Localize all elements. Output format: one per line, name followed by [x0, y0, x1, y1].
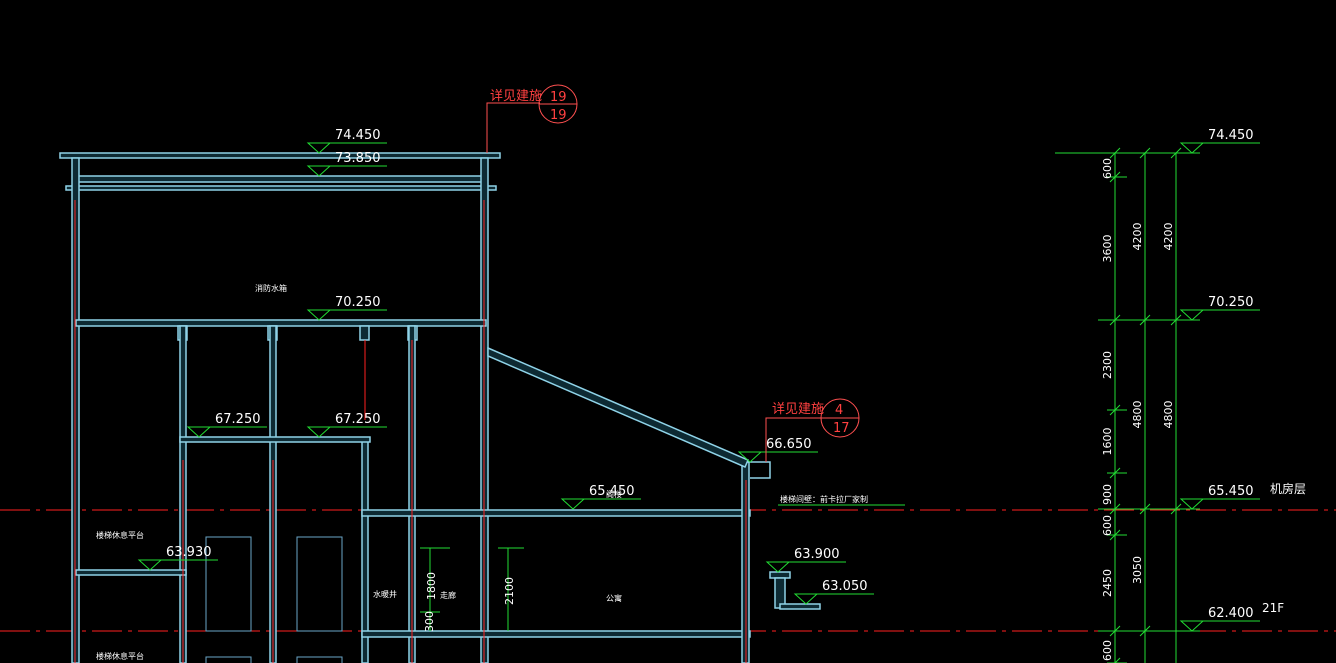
- rlevel-2-text: 70.250: [1208, 295, 1254, 310]
- rlevel-4-text: 62.400: [1208, 606, 1254, 621]
- canopy-top: [769, 571, 791, 579]
- rlevel-1-text: 74.450: [1208, 128, 1254, 143]
- rd-col1-dim-4: 900: [1101, 484, 1114, 505]
- rd-col1-dim-1: 3600: [1101, 235, 1114, 263]
- rlevel-3: 65.450: [1179, 484, 1260, 510]
- machine-floor-slab: [361, 509, 751, 517]
- room-attic: 阁楼: [606, 489, 622, 499]
- stair-platform-slab: [75, 569, 187, 576]
- elev-canopy-top: 63.900: [765, 547, 846, 573]
- rd-col3-dim-0: 4200: [1162, 223, 1175, 251]
- room-fire-tank: 消防水箱: [255, 283, 287, 293]
- mid-slab: [179, 436, 371, 443]
- rd-col2-dim-1: 4800: [1131, 401, 1144, 429]
- right-dimension-lines: [1055, 147, 1200, 663]
- elev-canopy-bottom-text: 63.050: [822, 579, 868, 594]
- rd-col2-dim-2: 3050: [1131, 556, 1144, 584]
- elev-platform-left: 63.930: [137, 545, 218, 571]
- room-stair-platform-2: 楼梯休息平台: [96, 651, 144, 661]
- rd-col1-dim-3: 1600: [1101, 428, 1114, 456]
- elev-roof-top-text: 74.450: [335, 128, 381, 143]
- elev-mid-right-text: 67.250: [335, 412, 381, 427]
- elev-platform-left-text: 63.930: [166, 545, 212, 560]
- elev-roof-top: 74.450: [306, 128, 387, 154]
- rlevel-1: 74.450: [1179, 128, 1260, 154]
- door-2: [296, 536, 343, 632]
- door-1: [205, 536, 252, 632]
- room-stair-platform-1: 楼梯休息平台: [96, 530, 144, 540]
- room-corridor: 走廊: [440, 590, 456, 600]
- stair-note: 楼梯间壁：前卡拉厂家制: [780, 494, 868, 504]
- floor-21f-slab: [361, 630, 751, 638]
- rd-col1-dim-7: 600: [1101, 640, 1114, 661]
- roof-ledge: [65, 185, 497, 191]
- door-4: [296, 656, 343, 663]
- tank-floor-slab: [75, 319, 487, 327]
- callout-2-top: 4: [835, 403, 843, 418]
- callout-1-top: 19: [550, 90, 567, 105]
- rlevel-2: 70.250: [1179, 295, 1260, 321]
- elev-eave: 66.650: [737, 437, 818, 463]
- right-dims-col-1: 600 3600 2300 1600 900 600 2450 600: [1101, 158, 1114, 661]
- elev-tank-floor: 70.250: [306, 295, 387, 321]
- floor-label-21f: 21F: [1262, 601, 1284, 615]
- rd-col1-dim-6: 2450: [1101, 569, 1114, 597]
- elev-eave-text: 66.650: [766, 437, 812, 452]
- elev-mid-right: 67.250: [306, 412, 387, 438]
- right-dims-col-2: 4200 4800 3050: [1131, 223, 1144, 585]
- elev-machine-floor: 65.450: [560, 484, 641, 510]
- roof-parapet: [59, 152, 501, 159]
- rd-col1-dim-2: 2300: [1101, 351, 1114, 379]
- dim-door-2: 2100: [503, 577, 516, 605]
- callout-1-bottom: 19: [550, 108, 567, 123]
- elev-mid-left: 67.250: [186, 412, 267, 438]
- elev-tank-floor-text: 70.250: [335, 295, 381, 310]
- callout-1: 详见建施 19 19: [486, 84, 578, 153]
- elev-canopy-top-text: 63.900: [794, 547, 840, 562]
- callout-1-label: 详见建施: [490, 89, 542, 104]
- dim-door-1: 1800: [425, 572, 438, 600]
- elev-machine-floor-text: 65.450: [589, 484, 635, 499]
- right-level-markers: 74.450 70.250 65.450 62.400: [1179, 128, 1260, 632]
- rlevel-3-text: 65.450: [1208, 484, 1254, 499]
- beam-3: [359, 325, 370, 341]
- rd-col1-dim-0: 600: [1101, 158, 1114, 179]
- elev-mid-left-text: 67.250: [215, 412, 261, 427]
- callout-2-label: 详见建施: [772, 402, 824, 417]
- building-structure: [59, 152, 821, 663]
- room-water-well: 水暖井: [373, 589, 397, 599]
- callout-2-bottom: 17: [833, 421, 850, 436]
- rd-col3-dim-1: 4800: [1162, 401, 1175, 429]
- dim-sill: 300: [423, 611, 436, 632]
- doors: [205, 536, 343, 663]
- roof-slab: [75, 175, 487, 183]
- elev-roof-slab: 73.850: [306, 151, 387, 177]
- rlevel-4: 62.400: [1179, 606, 1260, 632]
- elev-roof-slab-text: 73.850: [335, 151, 381, 166]
- rd-col2-dim-0: 4200: [1131, 223, 1144, 251]
- floor-label-machine-room: 机房层: [1270, 481, 1306, 496]
- column-4: [361, 439, 369, 663]
- gutter: [742, 461, 771, 479]
- room-office: 公寓: [606, 593, 622, 603]
- sloped-roof: [487, 346, 749, 468]
- door-3: [205, 656, 252, 663]
- wall-axis-marks: [74, 200, 747, 663]
- callout-2: 详见建施 4 17: [765, 398, 860, 462]
- canopy-ledge: [779, 603, 821, 610]
- elevation-markers: 74.450 73.850 70.250 67.250 67.250 66.650 65.4…: [137, 128, 874, 605]
- right-dims-col-3: 4200 4800: [1162, 223, 1175, 429]
- elev-canopy-bottom: 63.050: [793, 579, 874, 605]
- inner-dimensions: [420, 547, 524, 631]
- rd-col1-dim-5: 600: [1101, 515, 1114, 536]
